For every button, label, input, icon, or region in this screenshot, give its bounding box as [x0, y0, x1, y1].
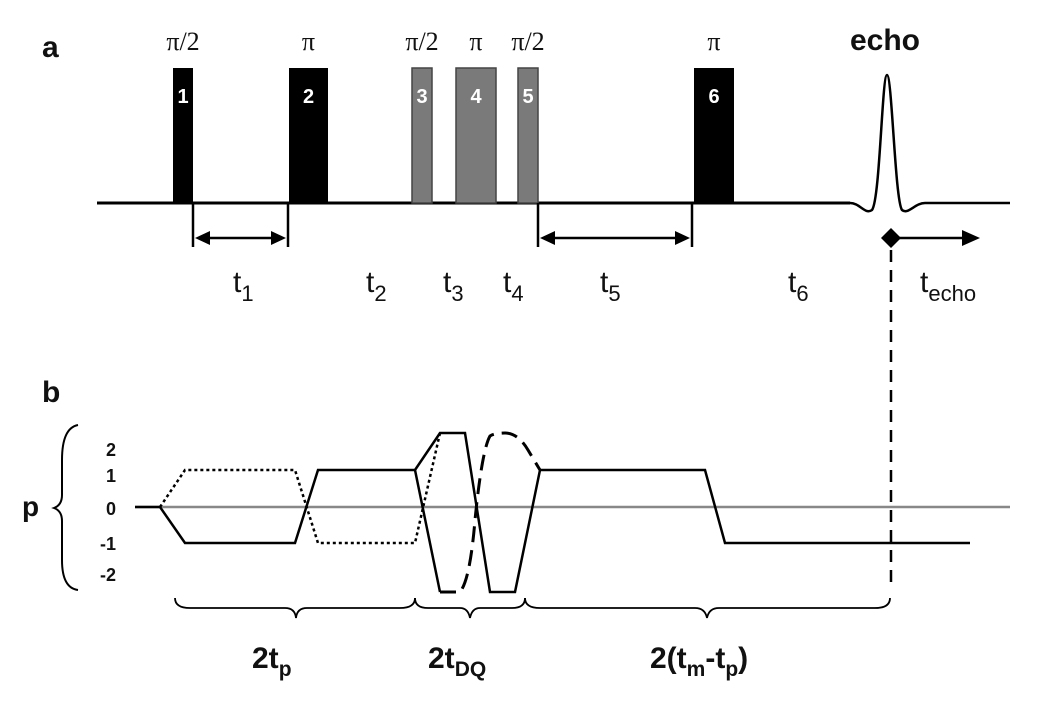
time-label: t2 [366, 266, 387, 306]
segment-label: 2(tm-tp) [650, 642, 748, 681]
pulse-number: 1 [177, 86, 188, 108]
pulse-bar [455, 67, 497, 204]
pulse-6: 6π [694, 27, 734, 203]
echo-label: echo [850, 24, 920, 57]
level-label: 2 [106, 440, 116, 460]
arrow-right-icon [675, 231, 690, 245]
axis-brace [51, 424, 79, 591]
arrow-right-icon [271, 231, 286, 245]
pulse-angle: π [302, 27, 315, 56]
time-label: t1 [233, 266, 254, 306]
pulse-3: 3 π/2 [405, 27, 439, 204]
pulse-2: 2π [289, 27, 328, 203]
pulse-number: 5 [522, 86, 533, 108]
pulse-bar [411, 67, 433, 204]
echo-signal [849, 73, 1010, 213]
arrow-right-icon [962, 230, 980, 246]
pulse-angle: π/2 [166, 27, 199, 56]
time-label: t5 [600, 266, 621, 306]
interval-markers [191, 203, 970, 590]
level-label: 1 [106, 466, 116, 486]
diamond-marker-icon [881, 228, 901, 248]
pulse-bar [289, 68, 328, 203]
pathway-solid-branch [413, 469, 442, 593]
level-label: -1 [100, 534, 116, 554]
level-label: -2 [100, 565, 116, 585]
pulse-5: 5 π/2 [511, 27, 545, 204]
pulse-bar [517, 67, 539, 204]
pulse-number: 3 [416, 86, 427, 108]
arrow-left-icon [195, 231, 210, 245]
pulse-angle: π/2 [511, 27, 544, 56]
segment-label: 2tDQ [428, 642, 486, 681]
pathway-solid [135, 431, 970, 594]
time-label: t3 [443, 266, 464, 306]
level-label: 0 [106, 499, 116, 519]
pathway-dotted [158, 432, 442, 545]
pulse-number: 6 [708, 86, 719, 108]
pulse-angle: π [469, 27, 482, 56]
segment-label: 2tp [252, 642, 292, 681]
pulse-angle: π [707, 27, 720, 56]
pulse-number: 2 [303, 86, 314, 108]
pulse-angle: π/2 [405, 27, 438, 56]
time-label: t4 [503, 266, 524, 306]
pulse-bar [694, 68, 734, 203]
pathway-dashed [440, 431, 542, 594]
segment-braces [174, 597, 891, 619]
pulse-4: 4π [455, 27, 497, 204]
time-label: t6 [788, 266, 809, 306]
panel-a-label: a [42, 31, 59, 64]
arrowheads [195, 228, 980, 248]
pulse-bar [173, 68, 193, 203]
panel-b-label: b [42, 376, 60, 409]
pulse-1: 1 π/2 [166, 27, 200, 203]
axis-label-p: p [22, 491, 39, 522]
arrow-left-icon [540, 231, 555, 245]
time-label: techo [920, 266, 976, 306]
pulse-number: 4 [470, 86, 482, 108]
